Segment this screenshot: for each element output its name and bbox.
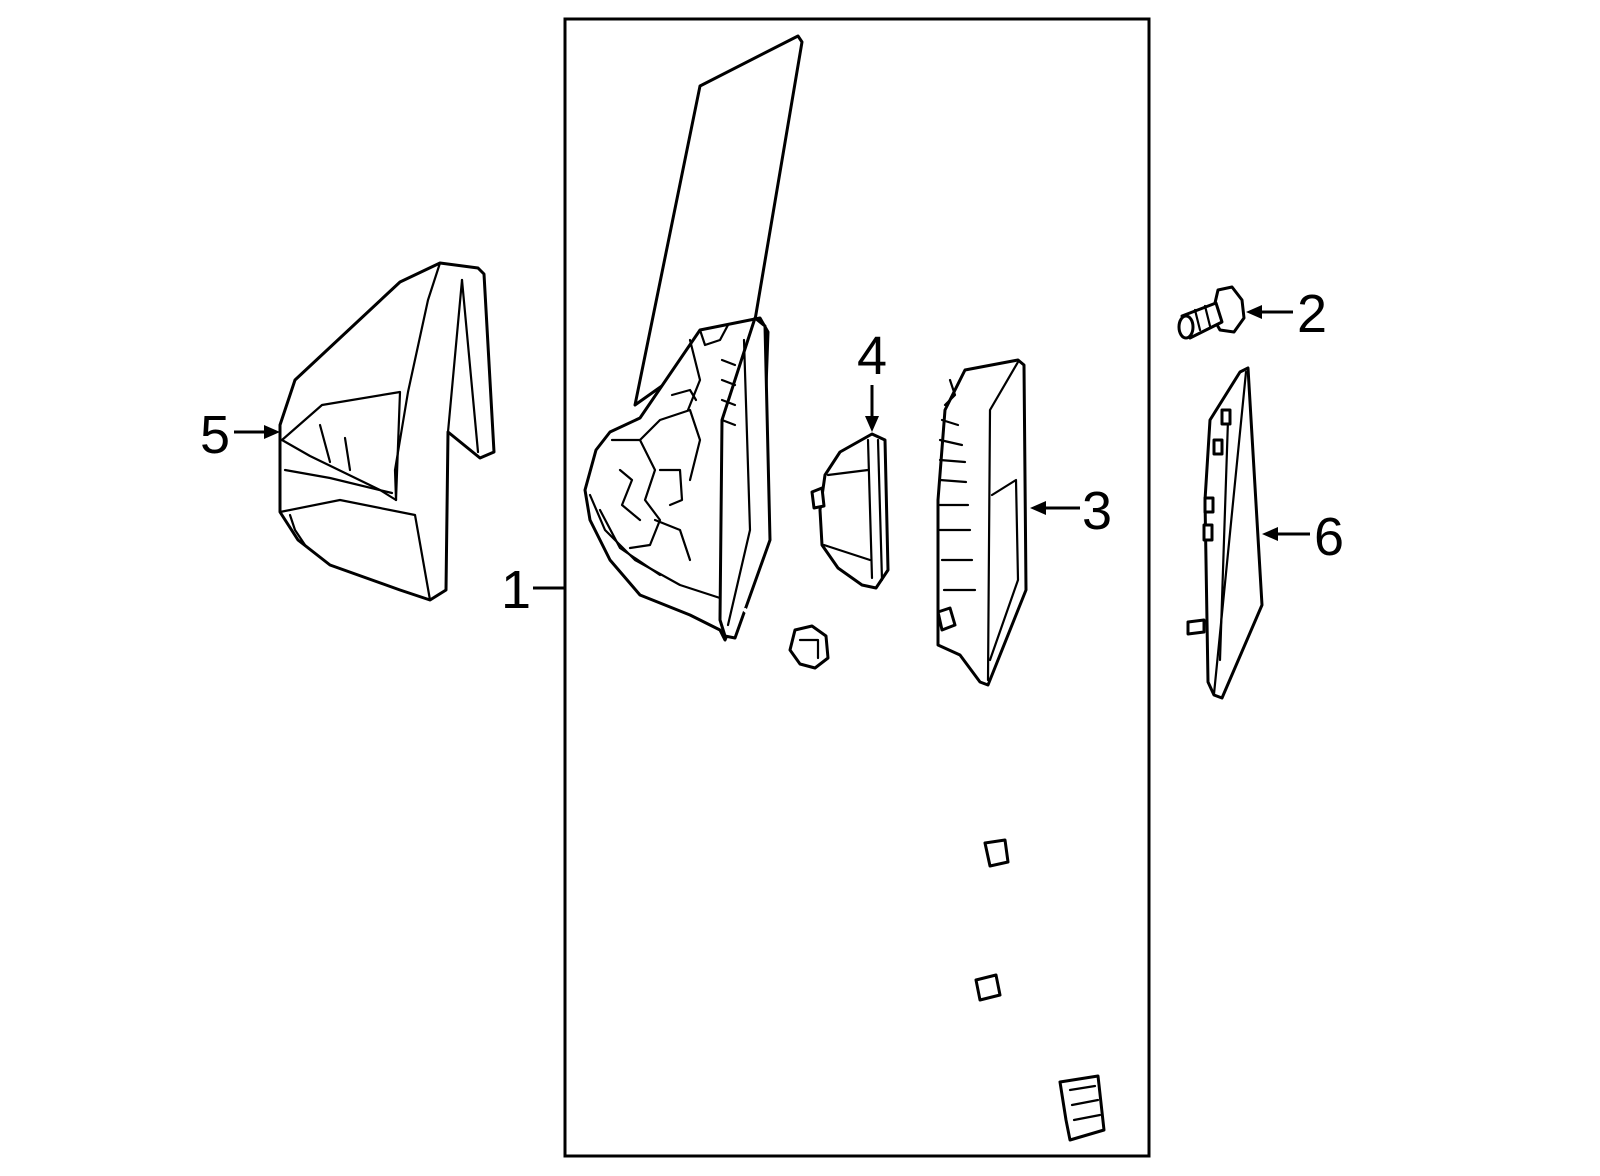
callout-3: 3	[1030, 481, 1112, 541]
part-3-mirror-glass[interactable]	[936, 358, 1028, 687]
callout-4: 4	[857, 326, 887, 432]
callout-2: 2	[1246, 284, 1327, 344]
svg-text:1: 1	[501, 560, 531, 620]
svg-text:5: 5	[200, 405, 230, 465]
callout-1: 1	[501, 560, 565, 620]
part-4-turn-signal-lamp[interactable]	[810, 432, 890, 590]
svg-text:2: 2	[1297, 284, 1327, 344]
svg-text:4: 4	[857, 326, 887, 386]
part-1-mirror-assembly[interactable]	[583, 34, 1106, 1142]
svg-text:3: 3	[1082, 481, 1112, 541]
part-5-mirror-cover[interactable]	[278, 261, 496, 602]
svg-text:6: 6	[1314, 507, 1344, 567]
part-6-mirror-glass[interactable]	[1186, 366, 1264, 700]
part-2-screw[interactable]	[1177, 285, 1246, 340]
callout-6: 6	[1262, 507, 1344, 567]
callout-5: 5	[200, 405, 280, 465]
